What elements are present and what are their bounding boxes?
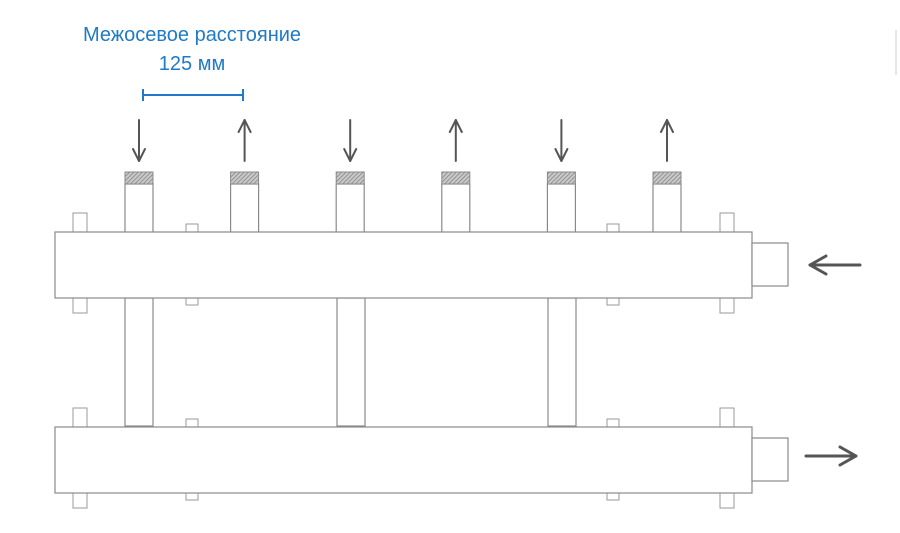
mounting-tab <box>72 491 88 509</box>
return-outlet-arrow-icon <box>804 445 858 467</box>
return-header <box>54 426 753 494</box>
distance-title: Межосевое расстояние <box>83 24 301 46</box>
return-side-port <box>751 437 789 482</box>
distance-value: 125 мм <box>159 53 225 75</box>
mounting-tab <box>719 296 735 314</box>
arrow-up-icon <box>448 119 463 162</box>
mounting-tab <box>719 212 735 234</box>
supply-header <box>54 231 753 299</box>
thread-section <box>441 171 471 185</box>
arrow-down-icon <box>554 119 569 162</box>
connecting-pipe <box>124 297 154 427</box>
outlet-nipple <box>124 119 154 234</box>
thread-section <box>652 171 682 185</box>
supply-inlet-arrow-icon <box>808 254 862 276</box>
thread-section <box>335 171 365 185</box>
outlet-nipple <box>546 119 577 234</box>
arrow-up-icon <box>660 119 674 162</box>
mounting-tabs <box>72 212 735 509</box>
outlet-nipple <box>230 119 260 234</box>
outlet-nipple <box>441 119 471 234</box>
thread-section <box>230 171 260 185</box>
supply-side-port <box>751 242 789 287</box>
thread-section <box>546 171 576 185</box>
thread-section <box>124 171 154 185</box>
arrow-up-icon <box>237 119 252 162</box>
mounting-tab <box>72 212 88 234</box>
mounting-tab <box>72 407 88 429</box>
outlet-nipple <box>335 119 365 234</box>
arrow-down-icon <box>132 119 146 162</box>
dimension-line <box>142 89 244 101</box>
connecting-pipes <box>124 297 577 427</box>
connecting-pipe <box>336 297 366 427</box>
mounting-tab <box>72 296 88 314</box>
arrow-down-icon <box>343 119 358 162</box>
mounting-tab <box>719 491 735 509</box>
connecting-pipe <box>547 297 577 427</box>
mounting-tab <box>719 407 735 429</box>
outlet-nipples <box>124 119 682 234</box>
outlet-nipple <box>652 119 682 234</box>
